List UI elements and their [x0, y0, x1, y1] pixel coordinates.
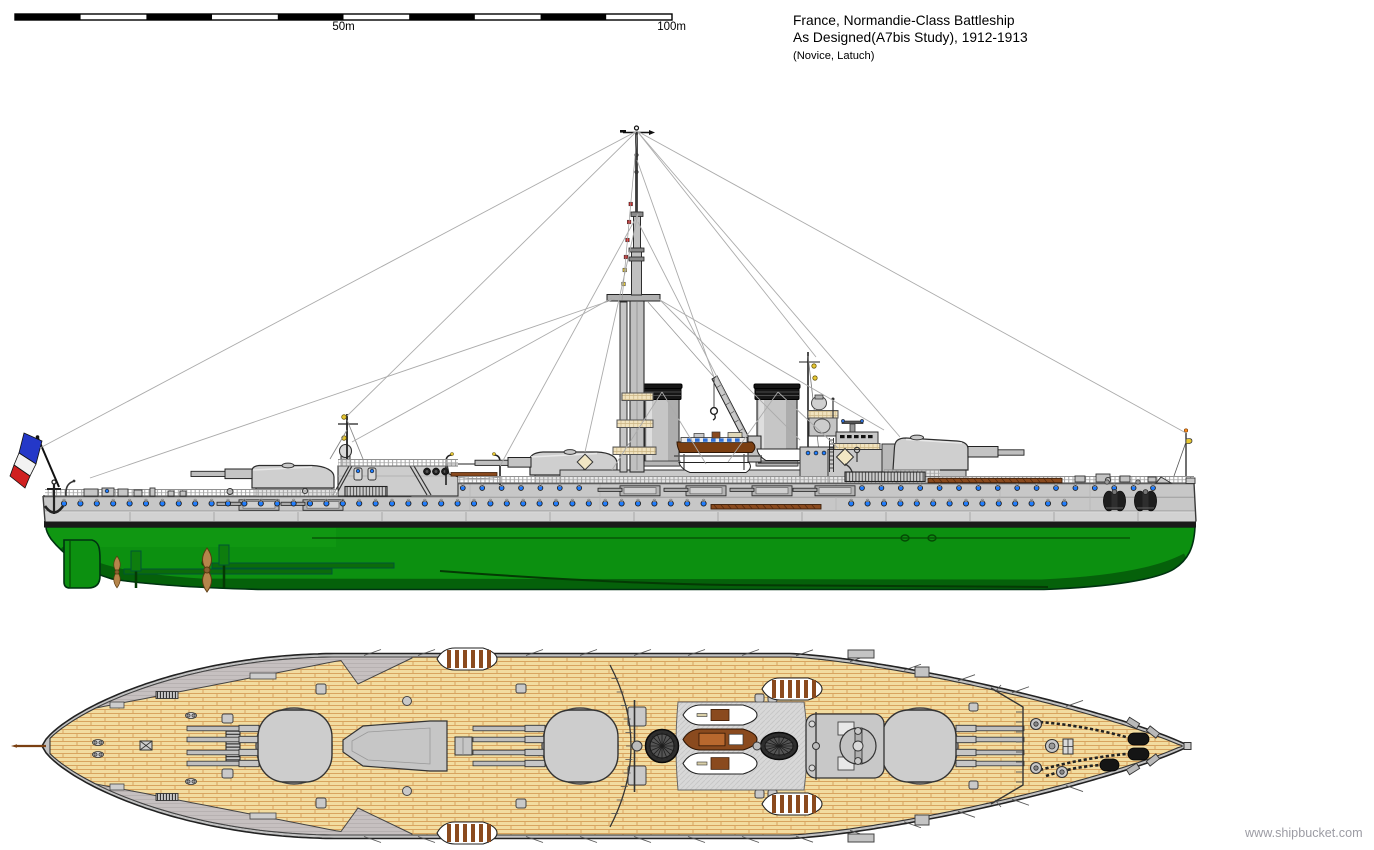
svg-text:100m: 100m: [657, 21, 686, 33]
svg-text:50m: 50m: [332, 21, 354, 33]
svg-text:(Novice, Latuch): (Novice, Latuch): [793, 50, 875, 62]
svg-text:France, Normandie-Class Battle: France, Normandie-Class Battleship: [793, 13, 1015, 28]
svg-text:www.shipbucket.com: www.shipbucket.com: [1244, 826, 1363, 840]
svg-text:As Designed(A7bis Study), 1912: As Designed(A7bis Study), 1912-1913: [793, 30, 1028, 45]
